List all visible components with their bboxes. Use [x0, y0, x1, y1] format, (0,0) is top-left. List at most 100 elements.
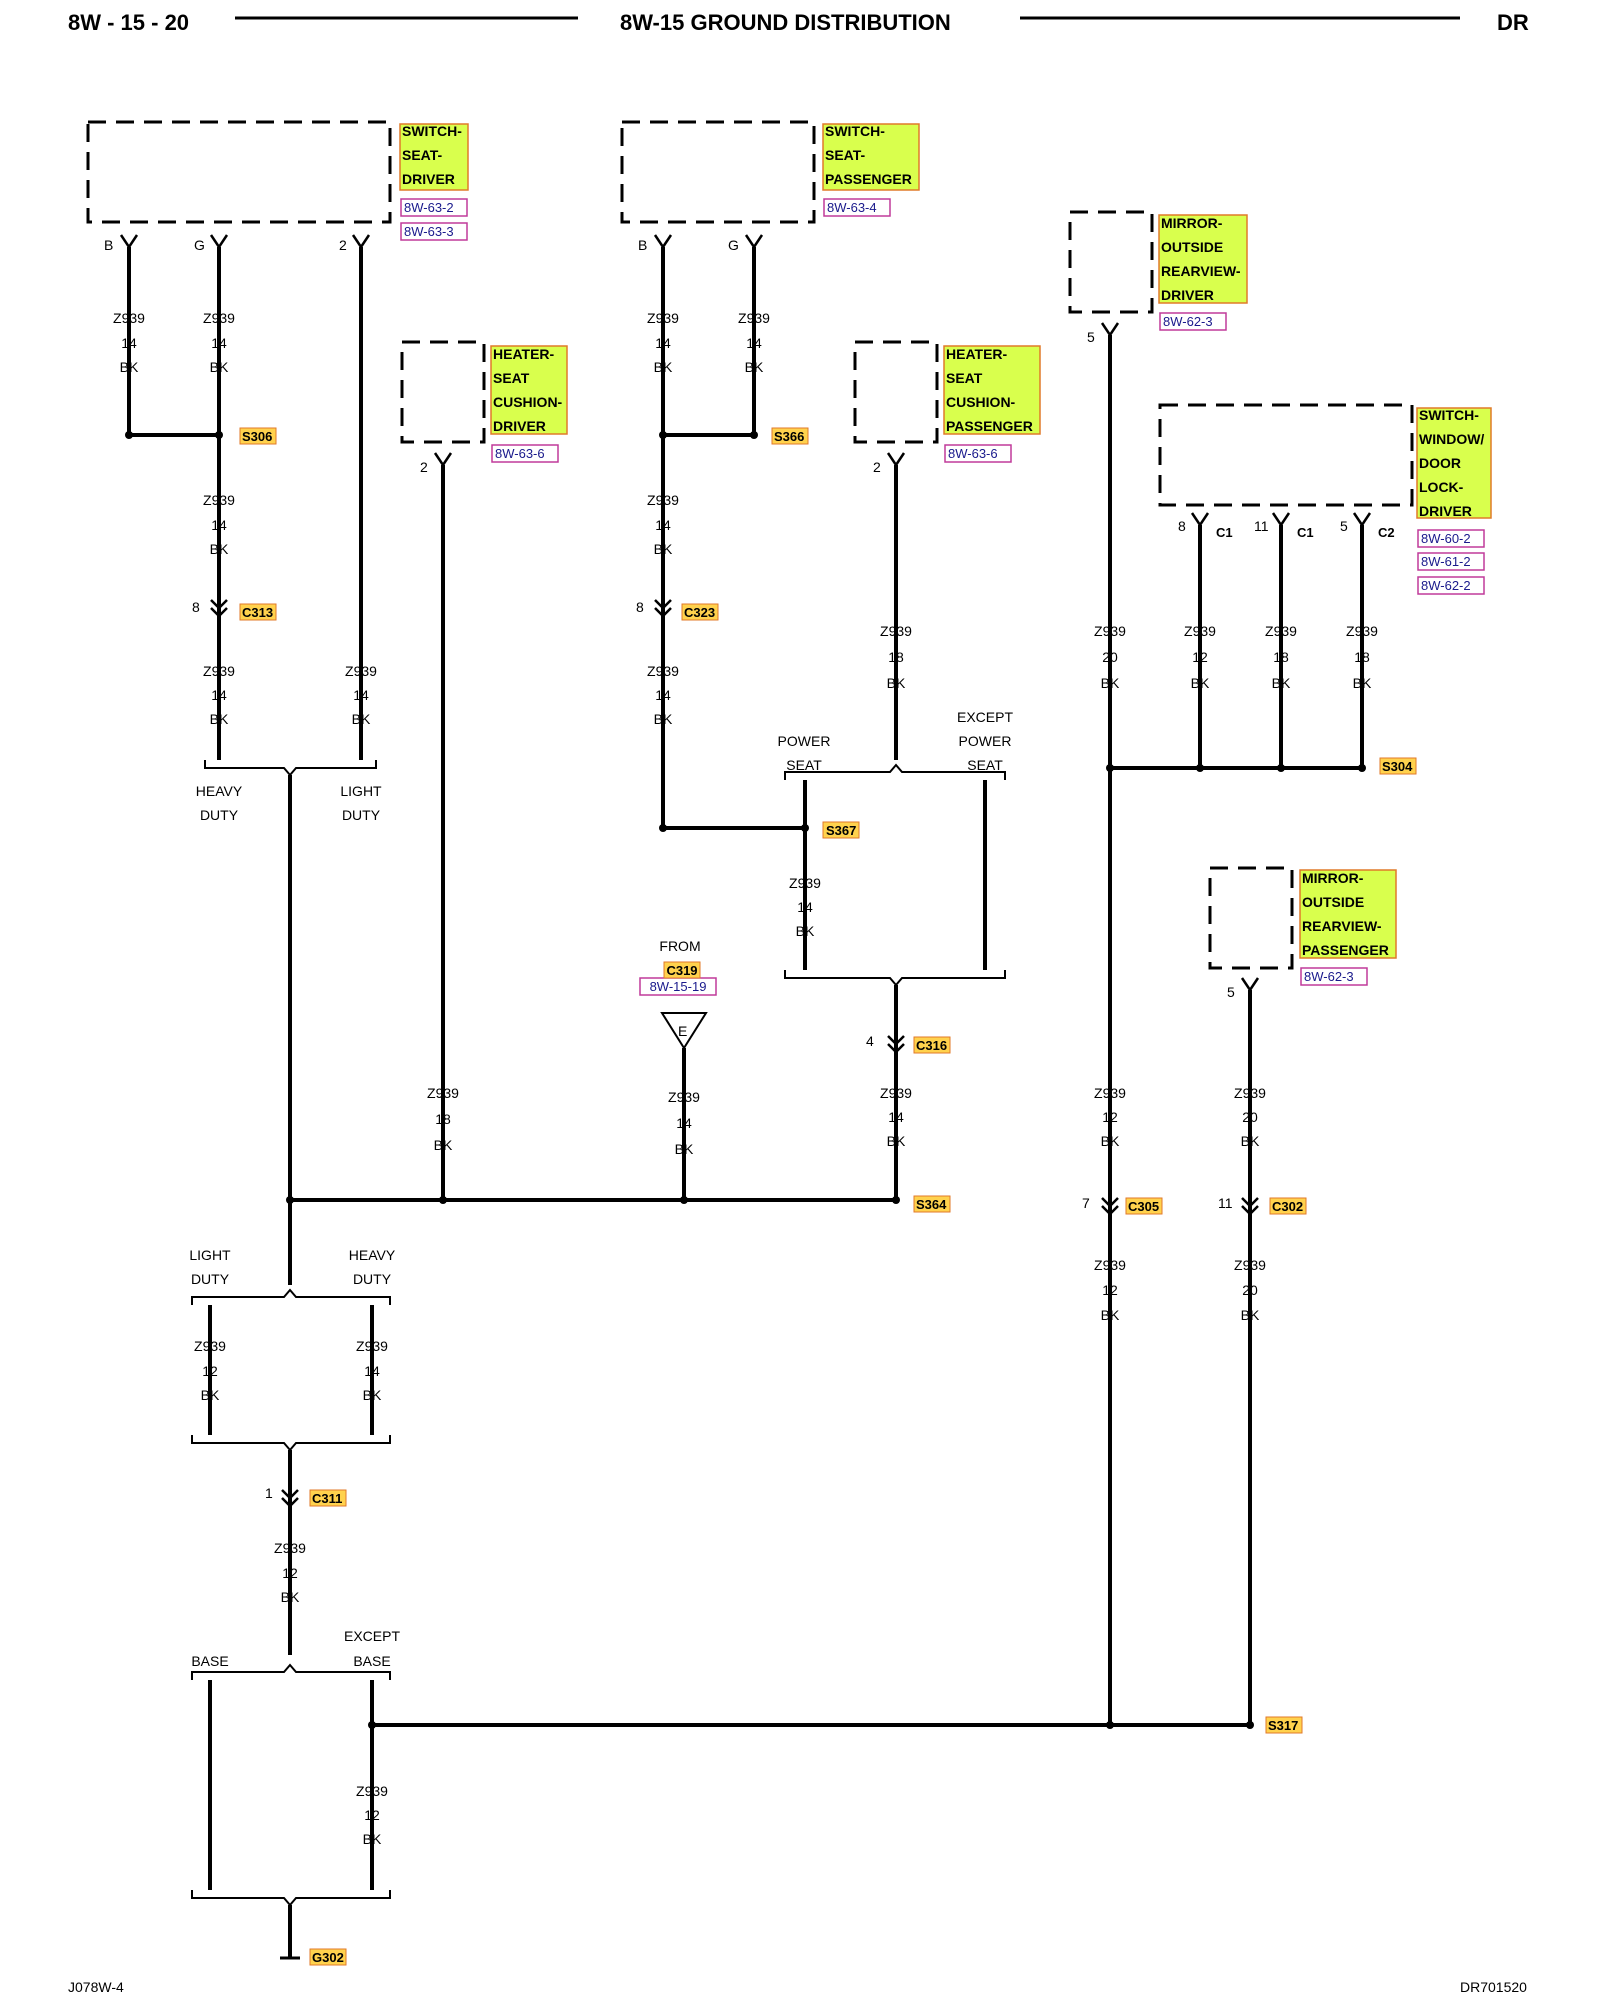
wire-code: Z939 [356, 1783, 388, 1799]
ref-link[interactable]: 8W-63-6 [948, 446, 998, 461]
wire-code: Z939 [1094, 1257, 1126, 1273]
connector-label[interactable]: C311 [312, 1491, 342, 1506]
pin-label: 5 [1087, 329, 1095, 345]
label-line: PASSENGER [1302, 942, 1389, 958]
wire-color: BK [1241, 1133, 1260, 1149]
option-label: EXCEPT [344, 1628, 400, 1644]
ref-link[interactable]: 8W-62-3 [1163, 314, 1213, 329]
wire-color: BK [434, 1137, 453, 1153]
wire-color: BK [352, 711, 371, 727]
splice-label[interactable]: S304 [1382, 759, 1413, 774]
connector-label-blocks [239, 427, 1417, 1966]
ref-link[interactable]: 8W-60-2 [1421, 531, 1471, 546]
pin-label: B [638, 237, 647, 253]
wire-code: Z939 [1184, 623, 1216, 639]
wire-color: BK [796, 923, 815, 939]
pin-connector-label: C2 [1378, 525, 1395, 540]
label-line: MIRROR- [1161, 215, 1223, 231]
label-line: WINDOW/ [1419, 431, 1484, 447]
splice-label[interactable]: S317 [1268, 1718, 1298, 1733]
ref-link[interactable]: 8W-63-4 [827, 200, 877, 215]
mirror-driver-label: MIRROR- OUTSIDE REARVIEW- DRIVER 8W-62-3 [1161, 215, 1241, 329]
splice-label[interactable]: S364 [916, 1197, 947, 1212]
label-line: DOOR [1419, 455, 1461, 471]
option-label: EXCEPT [957, 709, 1013, 725]
from-symbol-letter: E [678, 1023, 687, 1039]
pin-label: 8 [1178, 518, 1186, 534]
wire-code: Z939 [880, 1085, 912, 1101]
wire-code: Z939 [1265, 623, 1297, 639]
option-label: HEAVY [349, 1247, 396, 1263]
wire-code: Z939 [647, 492, 679, 508]
label-line: SEAT- [402, 147, 443, 163]
wire-color: BK [654, 359, 673, 375]
component-label-blocks [399, 123, 1492, 959]
ref-link[interactable]: 8W-15-19 [650, 979, 707, 994]
label-line: SEAT- [825, 147, 866, 163]
ref-link[interactable]: 8W-62-2 [1421, 578, 1471, 593]
option-label: DUTY [342, 807, 381, 823]
label-line: REARVIEW- [1302, 918, 1382, 934]
ref-link[interactable]: 8W-63-2 [404, 200, 454, 215]
label-line: PASSENGER [946, 418, 1033, 434]
pin-label: 11 [1254, 518, 1269, 534]
wire-gauge: 14 [655, 335, 671, 351]
label-line: DRIVER [1419, 503, 1472, 519]
ref-link[interactable]: 8W-63-6 [495, 446, 545, 461]
connector-label[interactable]: C313 [242, 605, 273, 620]
wire-color: BK [201, 1387, 220, 1403]
ref-link[interactable]: 8W-63-3 [404, 224, 454, 239]
wire-gauge: 20 [1242, 1282, 1258, 1298]
label-line: CUSHION- [946, 394, 1016, 410]
from-connector[interactable]: C319 [666, 963, 697, 978]
footer-left-code: J078W-4 [68, 1979, 124, 1995]
splice-label[interactable]: S366 [774, 429, 804, 444]
wire-gauge: 14 [676, 1115, 692, 1131]
connector-label[interactable]: C316 [916, 1038, 947, 1053]
page-header: 8W - 15 - 20 8W-15 GROUND DISTRIBUTION D… [68, 10, 1529, 35]
wire-code: Z939 [1094, 623, 1126, 639]
option-label: BASE [191, 1653, 228, 1669]
inline-connector-symbols [210, 599, 1259, 1508]
wire-color: BK [281, 1589, 300, 1605]
label-line: OUTSIDE [1302, 894, 1364, 910]
splice-label[interactable]: S367 [826, 823, 856, 838]
wire-color: BK [1241, 1307, 1260, 1323]
connector-label[interactable]: C305 [1128, 1199, 1159, 1214]
label-line: HEATER- [946, 346, 1008, 362]
wire-code: Z939 [203, 663, 235, 679]
ref-link[interactable]: 8W-61-2 [1421, 554, 1471, 569]
option-label: SEAT [786, 757, 822, 773]
label-line: DRIVER [402, 171, 455, 187]
wire-color: BK [210, 711, 229, 727]
ground-label[interactable]: G302 [312, 1950, 344, 1965]
wire-color: BK [1272, 675, 1291, 691]
option-braces [191, 760, 1006, 1907]
splice-dots [125, 431, 1366, 1729]
connector-label[interactable]: C302 [1272, 1199, 1303, 1214]
splice-label[interactable]: S306 [242, 429, 272, 444]
wire-color: BK [887, 675, 906, 691]
switch-window-label: SWITCH- WINDOW/ DOOR LOCK- DRIVER 8W-60-… [1419, 407, 1484, 593]
connector-label[interactable]: C323 [684, 605, 715, 620]
wire-gauge: 12 [202, 1363, 218, 1379]
label-line: SWITCH- [825, 123, 885, 139]
heater-seat-passenger-box [853, 340, 939, 444]
component-boxes [86, 120, 1414, 970]
option-label: DUTY [353, 1271, 392, 1287]
label-line: SWITCH- [402, 123, 462, 139]
wire-gauge: 18 [435, 1111, 451, 1127]
heater-seat-passenger-label: HEATER- SEAT CUSHION- PASSENGER 8W-63-6 [946, 346, 1033, 461]
wire-gauge: 12 [1192, 649, 1208, 665]
ref-link[interactable]: 8W-62-3 [1304, 969, 1354, 984]
pin-label: 5 [1340, 518, 1348, 534]
wire-gauge: 14 [353, 687, 369, 703]
